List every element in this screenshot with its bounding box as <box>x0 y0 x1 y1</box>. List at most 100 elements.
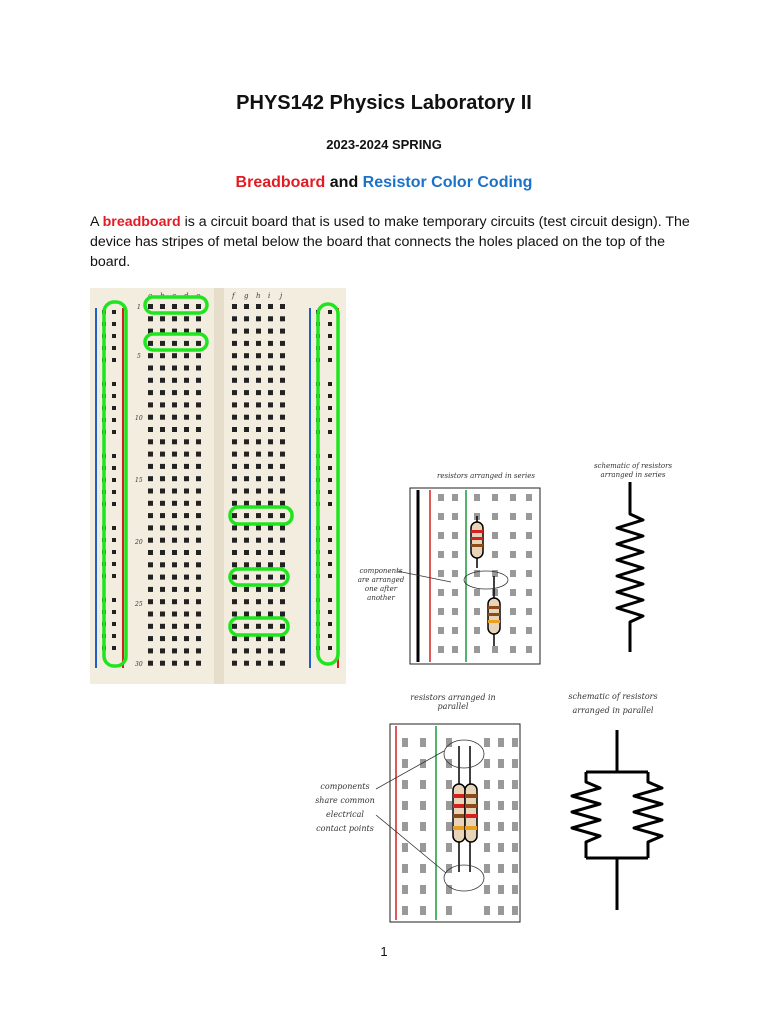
parallel-hole <box>498 801 504 810</box>
breadboard-hole <box>184 328 189 334</box>
rail-hole <box>112 502 116 506</box>
breadboard-hole <box>196 316 201 322</box>
breadboard-hole <box>280 414 285 420</box>
series-hole <box>474 494 480 501</box>
breadboard-hole <box>148 660 153 666</box>
breadboard-hole <box>184 513 189 519</box>
parallel-hole <box>512 780 518 789</box>
rail-hole <box>328 346 332 350</box>
rail-hole <box>328 418 332 422</box>
rail-hole <box>328 478 332 482</box>
breadboard-hole <box>148 648 153 654</box>
breadboard-hole <box>256 574 261 580</box>
parallel-hole <box>498 885 504 894</box>
parallel-hole <box>512 885 518 894</box>
breadboard-hole <box>184 340 189 346</box>
rail-hole <box>328 334 332 338</box>
parallel-rail-hole <box>420 738 426 747</box>
breadboard-hole <box>268 304 273 309</box>
breadboard-hole <box>244 365 249 371</box>
rail-hole <box>112 610 116 614</box>
parallel-resistors <box>443 739 485 892</box>
subtitle-resistor: Resistor Color Coding <box>362 174 533 191</box>
rail-hole <box>112 310 116 314</box>
breadboard-hole <box>148 611 153 617</box>
series-hole <box>510 513 516 520</box>
breadboard-hole <box>244 463 249 469</box>
series-hole <box>526 551 532 558</box>
rail-hole <box>328 538 332 542</box>
breadboard-hole <box>160 304 165 309</box>
rail-hole <box>112 622 116 626</box>
breadboard-hole <box>280 586 285 592</box>
breadboard-hole <box>184 377 189 383</box>
series-hole <box>474 589 480 596</box>
breadboard-hole <box>172 328 177 334</box>
breadboard-hole <box>256 451 261 457</box>
breadboard-hole <box>232 414 237 420</box>
breadboard-hole <box>244 390 249 396</box>
row-5: 5 <box>137 353 141 360</box>
series-hole <box>526 513 532 520</box>
rail-hole <box>328 574 332 578</box>
breadboard-hole <box>196 623 201 629</box>
series-hole <box>492 646 498 653</box>
series-hole <box>526 608 532 615</box>
rail-hole <box>328 490 332 494</box>
breadboard-hole <box>172 463 177 469</box>
parallel-schematic <box>570 730 664 910</box>
parallel-hole <box>484 906 490 915</box>
breadboard-hole <box>172 304 177 309</box>
breadboard-hole <box>244 451 249 457</box>
breadboard-hole <box>232 390 237 396</box>
row-20: 20 <box>134 539 143 546</box>
breadboard-hole <box>184 353 189 359</box>
page-subtitle: Breadboard and Resistor Color Coding <box>0 174 768 192</box>
breadboard-hole <box>196 365 201 371</box>
series-rail-hole <box>452 513 458 520</box>
parallel-rail-hole <box>402 843 408 852</box>
series-rail-hole <box>452 646 458 653</box>
row-30: 30 <box>135 661 143 668</box>
breadboard-hole <box>232 525 237 531</box>
breadboard-hole <box>256 463 261 469</box>
parallel-title: resistors arranged in parallel <box>410 693 496 711</box>
breadboard-hole <box>172 574 177 580</box>
series-rail-hole <box>438 551 444 558</box>
breadboard-hole <box>232 660 237 666</box>
parallel-hole <box>446 885 452 894</box>
breadboard-hole <box>148 439 153 445</box>
breadboard-hole <box>148 574 153 580</box>
series-rail-hole <box>438 646 444 653</box>
breadboard-hole <box>196 488 201 494</box>
breadboard-hole <box>160 390 165 396</box>
breadboard-hole <box>160 451 165 457</box>
breadboard-hole <box>256 390 261 396</box>
breadboard-hole <box>268 439 273 445</box>
series-title: resistors arranged in series <box>436 472 535 480</box>
breadboard-hole <box>256 660 261 666</box>
breadboard-hole <box>196 611 201 617</box>
parallel-hole <box>446 822 452 831</box>
letter-f: f <box>231 292 236 300</box>
breadboard-hole <box>160 488 165 494</box>
breadboard-hole <box>256 599 261 605</box>
breadboard-hole <box>280 328 285 334</box>
series-hole <box>510 627 516 634</box>
letter-i: i <box>268 292 270 300</box>
breadboard-hole <box>196 414 201 420</box>
breadboard-hole <box>172 390 177 396</box>
breadboard-hole <box>244 636 249 642</box>
breadboard-hole <box>184 439 189 445</box>
breadboard-hole <box>268 660 273 666</box>
breadboard-hole <box>268 586 273 592</box>
breadboard-hole <box>232 463 237 469</box>
series-hole <box>510 646 516 653</box>
series-hole <box>474 627 480 634</box>
breadboard-hole <box>148 562 153 568</box>
breadboard-hole <box>232 623 237 629</box>
breadboard-hole <box>172 636 177 642</box>
breadboard-hole <box>268 316 273 322</box>
breadboard-hole <box>196 562 201 568</box>
breadboard-hole <box>184 562 189 568</box>
